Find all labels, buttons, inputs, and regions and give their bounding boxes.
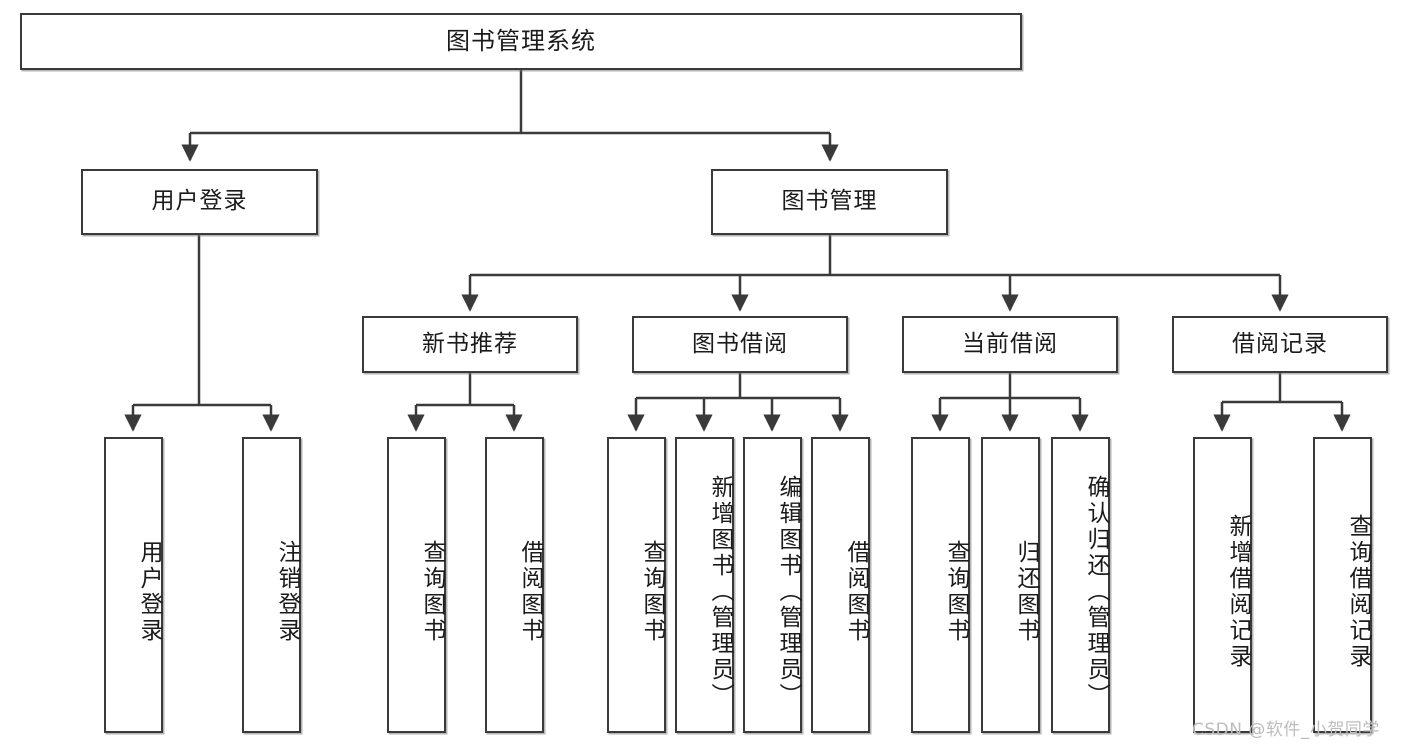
node-label: 查询图书 (639, 540, 665, 644)
leaf-current-return-book[interactable]: 归还图书 (981, 437, 1040, 733)
node-label: 借阅图书 (517, 540, 543, 644)
node-current-borrow[interactable]: 当前借阅 (902, 316, 1118, 373)
leaf-borrow-add-book-admin[interactable]: 新增图书（管理员） (675, 437, 734, 733)
node-label: 图书借阅 (692, 330, 788, 357)
node-label: 借阅记录 (1232, 330, 1328, 357)
leaf-user-login-signin[interactable]: 用户登录 (104, 437, 163, 733)
node-root-system[interactable]: 图书管理系统 (20, 13, 1022, 70)
leaf-record-add-record[interactable]: 新增借阅记录 (1193, 437, 1252, 733)
node-label: 用户登录 (151, 188, 248, 215)
node-label: 当前借阅 (962, 330, 1058, 357)
leaf-recommend-query-book[interactable]: 查询图书 (387, 437, 446, 733)
leaf-recommend-borrow-book[interactable]: 借阅图书 (485, 437, 544, 733)
node-label: 图书管理 (781, 188, 878, 215)
node-label: 新增图书（管理员） (707, 475, 733, 709)
node-label: 图书管理系统 (446, 27, 596, 56)
node-new-book-recommend[interactable]: 新书推荐 (362, 316, 578, 373)
node-book-management[interactable]: 图书管理 (711, 169, 948, 235)
node-label: 查询借阅记录 (1345, 514, 1371, 670)
node-label: 用户登录 (136, 540, 162, 644)
node-label: 新增借阅记录 (1225, 514, 1251, 670)
leaf-borrow-edit-book-admin[interactable]: 编辑图书（管理员） (743, 437, 802, 733)
node-book-borrow[interactable]: 图书借阅 (632, 316, 848, 373)
node-label: 借阅图书 (843, 540, 869, 644)
node-user-login[interactable]: 用户登录 (81, 169, 318, 235)
leaf-record-query-record[interactable]: 查询借阅记录 (1313, 437, 1372, 733)
csdn-watermark: CSDN @软件_小贺同学 (1192, 720, 1380, 740)
node-label: 查询图书 (943, 540, 969, 644)
leaf-borrow-borrow-book[interactable]: 借阅图书 (811, 437, 870, 733)
leaf-current-query-book[interactable]: 查询图书 (911, 437, 970, 733)
leaf-borrow-query-book[interactable]: 查询图书 (607, 437, 666, 733)
leaf-current-confirm-return-admin[interactable]: 确认归还（管理员） (1051, 437, 1110, 733)
node-label: 归还图书 (1013, 540, 1039, 644)
node-label: 查询图书 (419, 540, 445, 644)
node-label: 注销登录 (274, 540, 300, 644)
node-label: 确认归还（管理员） (1083, 475, 1109, 709)
node-label: 新书推荐 (422, 330, 518, 357)
node-borrow-record[interactable]: 借阅记录 (1172, 316, 1388, 373)
node-label: 编辑图书（管理员） (775, 475, 801, 709)
leaf-user-login-logout[interactable]: 注销登录 (242, 437, 301, 733)
